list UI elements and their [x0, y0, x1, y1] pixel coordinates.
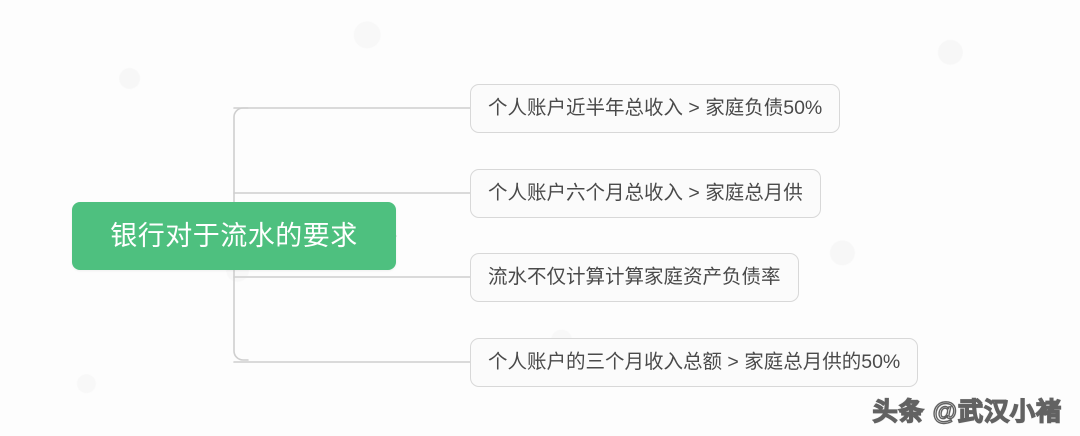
mindmap-branch-label-3: 流水不仅计算计算家庭资产负债率: [488, 265, 781, 288]
mindmap-root-node[interactable]: 银行对于流水的要求: [72, 202, 396, 270]
mindmap-branch-node-1[interactable]: 个人账户近半年总收入 > 家庭负债50%: [470, 84, 841, 133]
mindmap-branch-label-4: 个人账户的三个月收入总额 > 家庭总月供的50%: [488, 350, 901, 373]
mindmap-branch-label-2: 个人账户六个月总收入 > 家庭总月供: [488, 181, 803, 204]
watermark-text: 头条 @武汉小褚: [872, 397, 1062, 426]
mindmap-branch-node-3[interactable]: 流水不仅计算计算家庭资产负债率: [470, 253, 799, 302]
mindmap-branch-label-1: 个人账户近半年总收入 > 家庭负债50%: [488, 96, 823, 119]
mindmap-branch-node-4[interactable]: 个人账户的三个月收入总额 > 家庭总月供的50%: [470, 338, 919, 387]
mindmap-branch-node-2[interactable]: 个人账户六个月总收入 > 家庭总月供: [470, 169, 821, 218]
mindmap-root-label: 银行对于流水的要求: [110, 220, 358, 251]
